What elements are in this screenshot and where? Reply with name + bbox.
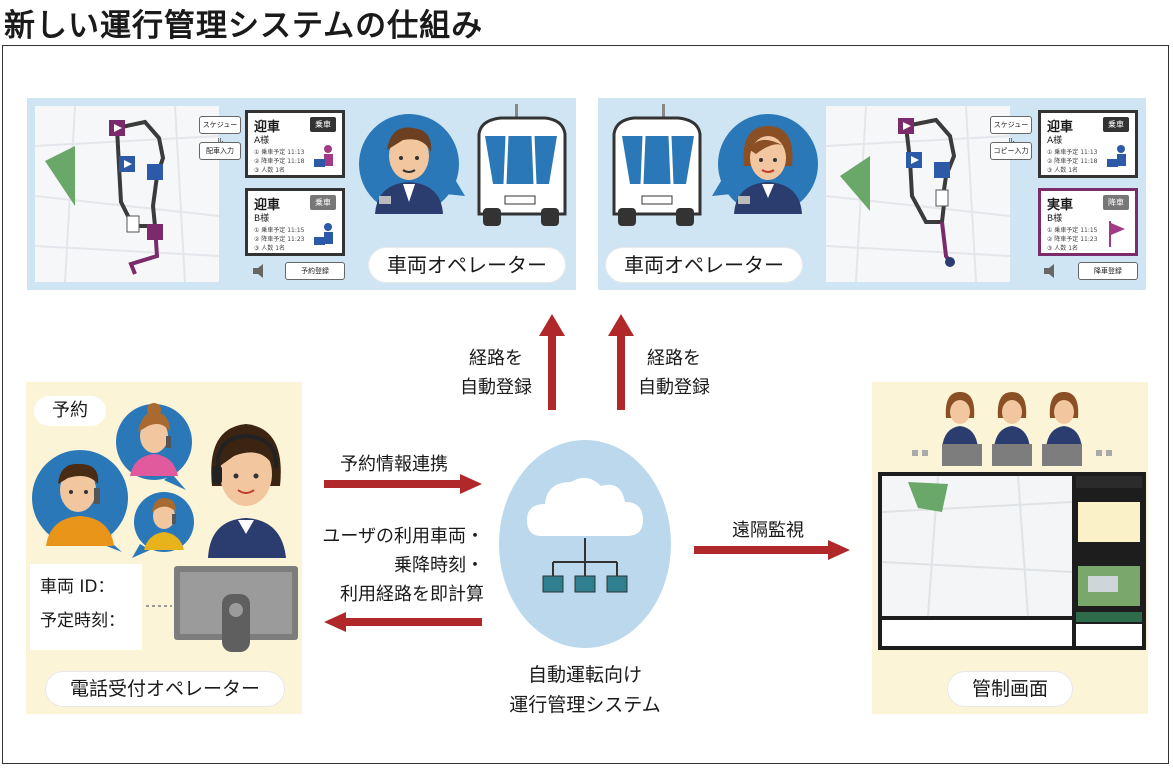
cloud-system-icon (499, 440, 671, 648)
autonomous-bus-icon (477, 104, 567, 226)
network-node-icon (606, 575, 628, 593)
reservation-form (30, 564, 142, 650)
left-vehicle-operator-label: 車両オペレーター (369, 248, 565, 282)
reservation-link-label: 予約情報連携 (340, 454, 448, 475)
vehicle-id-field-label: 車両 ID： (40, 577, 115, 597)
right-vehicle-operator-label: 車両オペレーター (606, 248, 802, 282)
scheduled-time-field-label: 予定時刻： (40, 611, 125, 631)
remote-monitor-arrow (694, 540, 850, 560)
park-area (45, 146, 75, 206)
reservation-link-arrow (324, 474, 482, 494)
reservation-register-button[interactable]: 予約登録 (285, 262, 345, 280)
network-node-icon (574, 575, 596, 593)
park-area (840, 156, 870, 211)
status-badge: 乗車 (310, 117, 336, 132)
status-badge: 乗車 (1103, 117, 1129, 132)
vehicle-on-map-icon (126, 215, 140, 233)
customer-man-icon (32, 450, 128, 552)
speaker-icon (253, 264, 263, 278)
pin-person-icon (147, 164, 163, 180)
destination-flag-icon (1109, 221, 1125, 247)
route-register-label-left: 経路を 自動登録 (460, 348, 532, 398)
control-staff-icon (942, 392, 978, 448)
phone-operator-label: 電話受付オペレーター (46, 672, 284, 706)
female-vehicle-operator-icon (712, 114, 818, 214)
control-room-panel: 管制画面 (872, 382, 1148, 714)
calc-label: ユーザの利用車両・ 乗降時刻・ 利用経路を即計算 (322, 526, 484, 605)
dispatch-input-button[interactable]: 配車入力 (199, 142, 241, 160)
male-vehicle-operator-icon (359, 114, 465, 214)
schedule-button[interactable]: スケジュール (199, 116, 241, 145)
right-card-b: 実車 B様 降車 ① 乗車予定 11:15 ② 降車予定 11:23 ③ 人数 … (1038, 188, 1138, 256)
phone-operator-woman-icon (208, 424, 286, 558)
customer-woman-icon (116, 403, 192, 490)
right-card-a: 迎車 A様 乗車 ① 乗車予定 11:13 ② 降車予定 11:18 ③ 人数 … (1038, 110, 1138, 178)
schedule-button[interactable]: スケジュール (990, 116, 1032, 145)
dotted-connector (146, 605, 172, 607)
reserve-label: 予約 (34, 396, 106, 426)
left-card-a: 迎車 A様 乗車 ① 乗車予定 11:13 ② 降車予定 11:18 ③ 人数 … (245, 110, 345, 178)
pin-person-icon (934, 162, 950, 178)
vehicle-on-map-icon (935, 189, 949, 207)
route-register-arrow-right (608, 314, 634, 410)
pin-person2-icon (147, 224, 163, 240)
left-vehicle-panel: スケジュール 配車入力 迎車 A様 乗車 ① 乗車予定 11:13 ② 降車予定… (27, 98, 576, 290)
dropoff-register-button[interactable]: 降車登録 (1078, 262, 1138, 280)
calc-result-arrow (324, 612, 482, 632)
system-label: 自動運転向け 運行管理システム (509, 664, 661, 716)
passenger-icon (314, 223, 333, 245)
autonomous-bus-icon (612, 104, 702, 226)
passenger-icon (314, 145, 333, 167)
control-screen (878, 472, 1146, 650)
control-staff-icon (994, 392, 1030, 448)
remote-monitor-label: 遠隔監視 (732, 520, 804, 541)
status-badge: 乗車 (310, 195, 336, 210)
passenger-icon (1107, 145, 1126, 167)
computer-monitor-icon (174, 566, 298, 652)
control-staff-icon (1046, 392, 1082, 448)
phone-operator-panel: 予約 車両 ID： 予定時刻： (26, 382, 302, 714)
copy-input-button[interactable]: コピー入力 (990, 142, 1032, 160)
status-badge: 降車 (1103, 195, 1129, 210)
network-node-icon (542, 575, 564, 593)
page-title: 新しい運行管理システムの仕組み (4, 8, 484, 44)
speaker-icon (1044, 264, 1054, 278)
control-desks (912, 444, 1112, 466)
route-register-arrow-left (539, 314, 565, 410)
right-route-map (826, 106, 1010, 282)
customer-child-icon (132, 492, 194, 558)
diagram-frame (2, 45, 1169, 764)
right-vehicle-panel: スケジュール コピー入力 迎車 A様 乗車 ① 乗車予定 11:13 ② 降車予… (598, 98, 1146, 290)
control-screen-label: 管制画面 (948, 672, 1072, 706)
left-route-map (35, 106, 219, 282)
left-card-b: 迎車 B様 乗車 ① 乗車予定 11:15 ② 降車予定 11:23 ③ 人数 … (245, 188, 345, 256)
route-register-label-right: 経路を 自動登録 (638, 348, 710, 398)
